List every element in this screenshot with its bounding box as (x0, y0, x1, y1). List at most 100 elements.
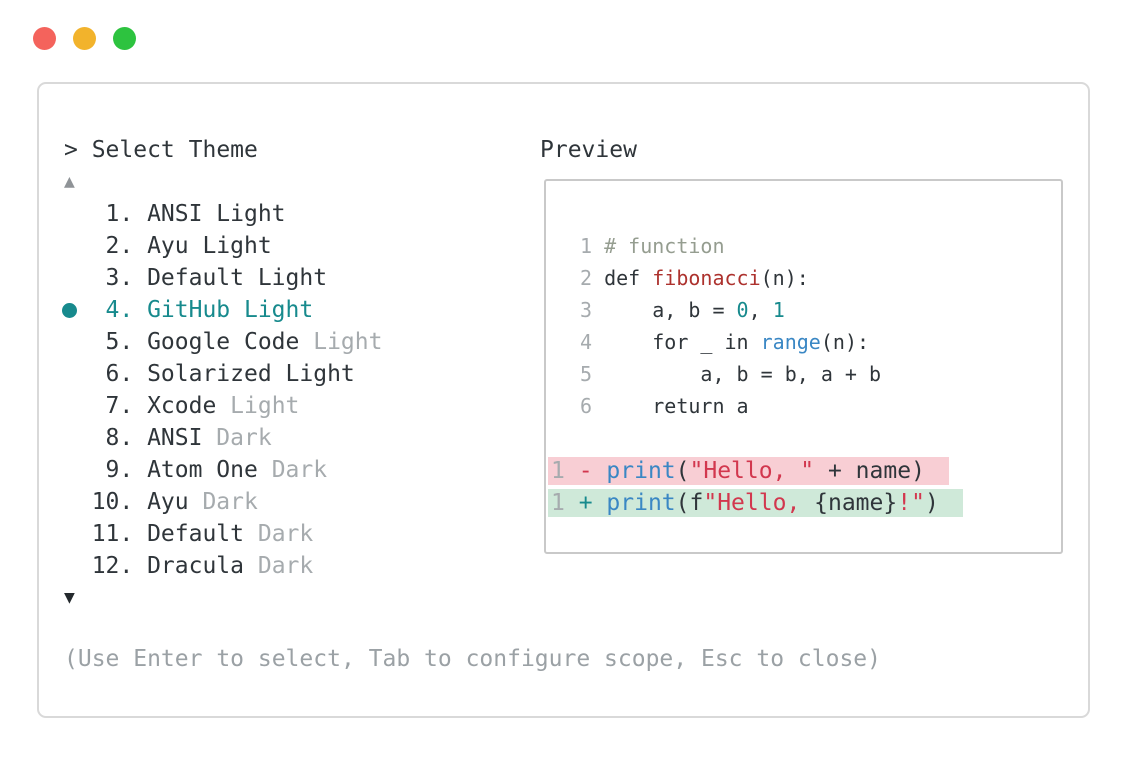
theme-name-muted-suffix: Light (299, 329, 383, 355)
theme-name-muted-suffix: Light (216, 393, 300, 419)
code-line: 6 return a (580, 390, 1061, 422)
line-number: 5 (580, 362, 605, 386)
theme-option-dracula[interactable]: 12. Dracula Dark (64, 550, 382, 582)
code-token: (n): (760, 266, 809, 290)
theme-number: 3. (105, 265, 148, 291)
theme-number: 2. (105, 233, 148, 259)
theme-name: Default Light (147, 265, 328, 291)
theme-option-google-code[interactable]: 5. Google Code Light (64, 326, 383, 358)
theme-number: 11. (91, 521, 148, 547)
close-window-icon[interactable] (33, 27, 56, 50)
line-number: 6 (580, 394, 605, 418)
theme-option-ayu[interactable]: 10. Ayu Dark (64, 486, 382, 518)
code-token: "Hello, " (689, 457, 815, 484)
theme-name: Atom One (147, 457, 258, 483)
code-line: 3 a, b = 0, 1 (580, 294, 1061, 326)
theme-name: Xcode (147, 393, 217, 419)
code-line: 2 def fibonacci(n): (580, 262, 1061, 294)
theme-number: 9. (105, 457, 148, 483)
scroll-up-indicator-icon[interactable]: ▲ (64, 171, 75, 192)
code-token: range (760, 330, 821, 354)
theme-number: 6. (105, 361, 148, 387)
diff-line-added: 1 + print(f"Hello, {name}!") (548, 486, 1061, 518)
diff-line-removed: 1 - print("Hello, " + name) (548, 454, 1061, 486)
theme-number: 1. (105, 201, 148, 227)
code-token: !" (897, 489, 925, 516)
code-token: , (748, 298, 773, 322)
code-token: # function (604, 234, 725, 258)
theme-name: ANSI Light (147, 201, 286, 227)
code-line: 5 a, b = b, a + b (580, 358, 1061, 390)
theme-name: Ayu (147, 489, 189, 515)
theme-name: GitHub Light (147, 297, 314, 323)
code-token: (f (675, 489, 704, 516)
code-token: 1 (772, 298, 785, 322)
preview-label: Preview (540, 137, 637, 163)
theme-option-ansi[interactable]: 8. ANSI Dark (64, 422, 382, 454)
window-controls (33, 27, 136, 50)
theme-name: Default (147, 521, 244, 547)
minimize-window-icon[interactable] (73, 27, 96, 50)
theme-option-default-light[interactable]: 3. Default Light (64, 262, 382, 294)
line-number: 1 (551, 489, 579, 516)
line-number: 4 (580, 330, 605, 354)
theme-number: 7. (105, 393, 148, 419)
code-token: {name} (814, 489, 898, 516)
theme-option-solarized-light[interactable]: 6. Solarized Light (64, 358, 382, 390)
theme-name-muted-suffix: Dark (188, 489, 258, 515)
diff-highlight-removed: 1 - print("Hello, " + name) (548, 456, 949, 485)
theme-name-muted-suffix: Dark (202, 425, 272, 451)
code-token: ) (924, 489, 939, 516)
theme-number: 5. (105, 329, 148, 355)
scroll-down-indicator-icon[interactable]: ▼ (64, 587, 75, 608)
theme-number: 4. (105, 297, 148, 323)
theme-name-muted-suffix: Dark (244, 521, 314, 547)
code-blank-line (580, 422, 1061, 454)
theme-option-xcode[interactable]: 7. Xcode Light (64, 390, 382, 422)
code-line: 4 for _ in range(n): (580, 326, 1061, 358)
keyboard-hint: (Use Enter to select, Tab to configure s… (64, 646, 881, 672)
code-token: print (606, 457, 676, 484)
code-token: - (578, 457, 607, 484)
code-token: ( (675, 457, 690, 484)
code-token: return a (604, 394, 749, 418)
theme-number: 12. (91, 553, 148, 579)
code-token: fibonacci (652, 266, 761, 290)
diff-highlight-added: 1 + print(f"Hello, {name}!") (548, 488, 963, 517)
line-number: 1 (551, 457, 579, 484)
code-line: 1 # function (580, 230, 1061, 262)
theme-option-ayu-light[interactable]: 2. Ayu Light (64, 230, 382, 262)
code-token: "Hello, (703, 489, 815, 516)
code-token: (n): (820, 330, 870, 354)
code-token: a, b = (604, 298, 737, 322)
theme-name: Solarized Light (147, 361, 355, 387)
theme-option-atom-one[interactable]: 9. Atom One Dark (64, 454, 382, 486)
theme-name: Ayu Light (147, 233, 272, 259)
theme-number: 8. (105, 425, 148, 451)
theme-option-ansi-light[interactable]: 1. ANSI Light (64, 198, 382, 230)
code-token: + name) (814, 457, 925, 484)
code-token: print (606, 489, 676, 516)
selected-bullet-icon (62, 303, 77, 318)
zoom-window-icon[interactable] (113, 27, 136, 50)
theme-option-default[interactable]: 11. Default Dark (64, 518, 382, 550)
code-token: 0 (736, 298, 749, 322)
line-number: 1 (580, 234, 605, 258)
theme-name: ANSI (147, 425, 203, 451)
theme-option-github-light[interactable]: 4. GitHub Light (62, 294, 382, 326)
select-theme-title: > Select Theme (64, 137, 258, 163)
theme-name-muted-suffix: Dark (257, 457, 328, 483)
theme-name: Dracula (147, 553, 244, 579)
code-token: for _ in (604, 330, 761, 354)
code-token: a, b = b, a + b (604, 362, 882, 386)
theme-name-muted-suffix: Dark (244, 553, 314, 579)
line-number: 2 (580, 266, 605, 290)
code-token: + (578, 489, 607, 516)
theme-number: 10. (91, 489, 148, 515)
code-token: def (604, 266, 653, 290)
